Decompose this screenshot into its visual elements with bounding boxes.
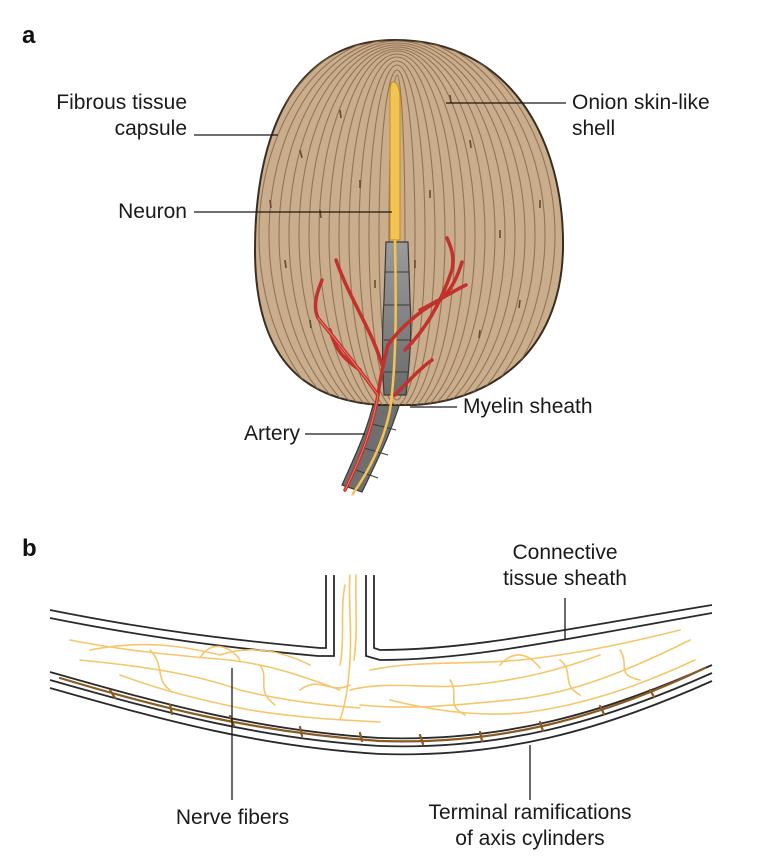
label-fibrous-capsule-line2: capsule [114, 117, 187, 140]
shell-texture [269, 94, 541, 339]
connective-tissue-sheath [49, 575, 713, 756]
panel-a-letter: a [22, 22, 36, 49]
label-connective-sheath-line1: Connective [512, 541, 618, 564]
onion-skin-shell [255, 40, 556, 405]
label-connective-sheath-line2: tissue sheath [503, 567, 627, 590]
panel-b-letter: b [22, 535, 37, 562]
label-nerve-fibers: Nerve fibers [175, 806, 290, 829]
label-terminal-ramifications-line1: Terminal ramifications [428, 801, 632, 824]
label-terminal-ramifications: Terminal ramifications of axis cylinders [395, 800, 665, 852]
leader-lines-a [194, 102, 566, 435]
leader-lines-b [231, 598, 566, 800]
label-onion-shell: Onion skin-like shell [572, 90, 710, 142]
label-terminal-ramifications-line2: of axis cylinders [455, 827, 605, 850]
label-artery: Artery [243, 422, 300, 445]
label-connective-sheath: Connective tissue sheath [465, 540, 665, 592]
label-fibrous-capsule-line1: Fibrous tissue [56, 91, 187, 114]
label-onion-shell-line1: Onion skin-like [572, 91, 710, 114]
neuron [350, 81, 401, 496]
label-fibrous-capsule: Fibrous tissue capsule [56, 90, 187, 142]
label-neuron: Neuron [118, 200, 187, 223]
artery-highlight [317, 317, 379, 491]
label-myelin-sheath: Myelin sheath [463, 395, 593, 418]
nerve-fibers [69, 574, 696, 723]
label-onion-shell-line2: shell [572, 117, 616, 140]
